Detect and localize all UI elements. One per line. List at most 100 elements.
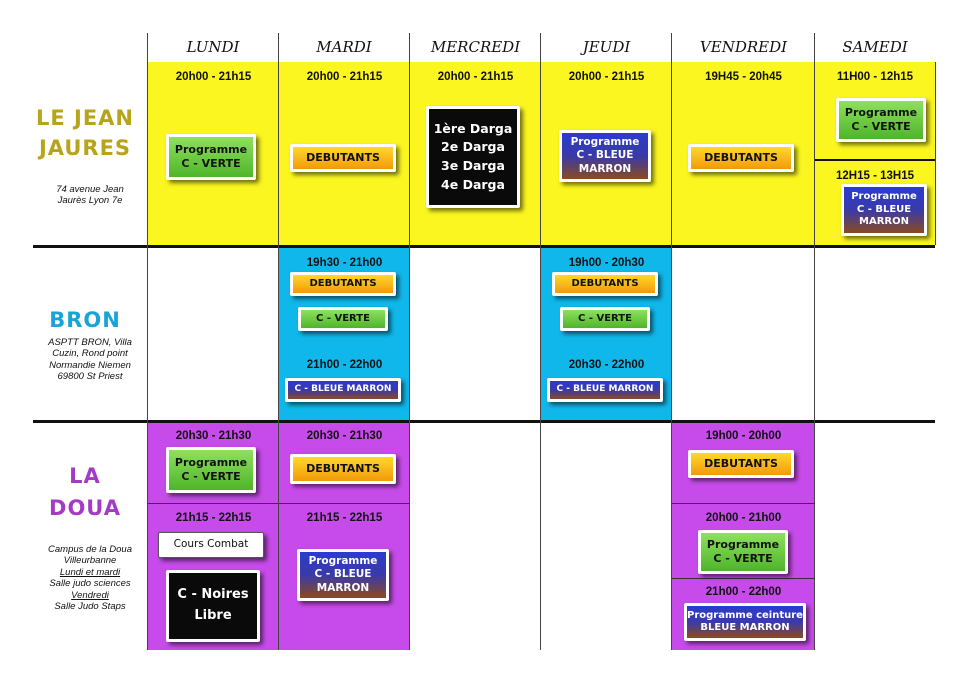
address-line: Lundi et mardi [59,566,121,578]
samedi-divider [815,159,935,161]
class-card[interactable]: Programme C - VERTE [166,134,256,180]
address-line: Normandie Niemen [49,359,131,371]
location-name-doua: LA DOUA [25,464,145,520]
time-label: 21h00 - 22h00 [705,586,782,598]
class-card[interactable]: Programme ceinture BLEUE MARRON [684,603,806,641]
time-label: 21h15 - 22h15 [175,512,252,524]
class-label: BLEUE MARRON [700,622,790,633]
class-card[interactable]: DEBUTANTS [290,454,396,484]
class-label: Libre [194,608,232,623]
class-card[interactable]: C - BLEUE MARRON [547,378,663,402]
column-divider [278,33,279,650]
class-label: C - Noires [177,587,249,603]
class-card[interactable]: Programme C - VERTE [698,530,788,574]
location-address-jaures: 74 avenue Jean Jaurès Lyon 7e [40,184,140,207]
class-card[interactable]: Programme C - BLEUE MARRON [841,184,927,236]
class-card[interactable]: Programme C - BLEUE MARRON [559,130,651,182]
class-label: C - VERTE [578,312,632,324]
day-header-lundi: LUNDI [186,38,240,56]
time-label: 20h30 - 21h30 [175,430,252,442]
class-label: DEBUTANTS [571,277,639,289]
row-divider [33,245,935,248]
day-header-mercredi: MERCREDI [430,38,521,56]
time-label: 20h00 - 21h15 [568,71,645,83]
time-label: 19h00 - 20h00 [705,430,782,442]
class-label: Programme [844,106,918,120]
location-name-doua-l1: LA [69,464,101,488]
address-line: Vendredi [71,589,109,601]
location-address-doua: Campus de la Doua Villeurbanne Lundi et … [36,544,144,612]
location-name-bron: BRON [49,308,121,332]
address-line: Salle Judo Staps [54,600,126,612]
class-label: DEBUTANTS [309,277,377,289]
class-card[interactable]: DEBUTANTS [290,144,396,172]
class-label: C - BLEUE MARRON [294,384,392,395]
address-line: Campus de la Doua [48,544,132,555]
cell-divider [279,503,410,504]
location-name-doua-l2: DOUA [49,496,121,520]
day-header-vendredi: VENDREDI [699,38,788,56]
class-label: MARRON [859,216,909,228]
class-card[interactable]: C - Noires Libre [166,570,260,642]
column-divider [409,33,410,650]
class-label: Programme [706,538,780,552]
class-label: C - VERTE [713,552,773,565]
time-label: 20h00 - 21h00 [705,512,782,524]
class-card[interactable]: DEBUTANTS [290,272,396,296]
class-card[interactable]: Cours Combat [158,532,264,558]
location-name-jaures: LE JEAN JAURES [25,106,145,160]
class-label: Programme [174,143,248,157]
class-label: MARRON [578,162,632,175]
column-divider [935,62,936,245]
cell-divider [672,578,815,579]
class-label: 3e Darga [441,158,505,173]
class-label: 1ère Darga [433,120,513,136]
class-label: 2e Darga [441,139,505,155]
day-header-jeudi: JEUDI [582,38,631,56]
class-label: Programme [308,555,378,568]
class-label: C - VERTE [181,157,241,170]
column-divider [147,33,148,650]
class-label: C - VERTE [181,470,241,483]
time-label: 20h00 - 21h15 [175,71,252,83]
class-label: DEBUTANTS [306,151,380,165]
time-label: 21h15 - 22h15 [306,512,383,524]
class-label: Cours Combat [173,538,249,551]
class-card[interactable]: Programme C - BLEUE MARRON [297,549,389,601]
class-card[interactable]: C - BLEUE MARRON [285,378,401,402]
time-label: 20h30 - 21h30 [306,430,383,442]
class-card[interactable]: C - VERTE [298,307,388,331]
class-card[interactable]: 1ère Darga 2e Darga 3e Darga 4e Darga [426,106,520,208]
class-label: DEBUTANTS [306,462,380,476]
class-card[interactable]: DEBUTANTS [688,144,794,172]
row-divider [33,420,935,423]
location-name-jaures-l1: LE JEAN [35,106,135,130]
class-card[interactable]: C - VERTE [560,307,650,331]
class-label: Programme [851,191,917,203]
time-label: 11H00 - 12h15 [836,71,914,83]
day-header-mardi: MARDI [316,38,372,56]
time-label: 21h00 - 22h00 [306,359,383,371]
class-label: C - BLEUE MARRON [556,384,654,395]
class-card[interactable]: Programme C - VERTE [836,98,926,142]
location-name-jaures-l2: JAURES [38,136,132,160]
class-label: Programme ceinture [687,609,803,621]
column-divider [814,33,815,650]
class-label: DEBUTANTS [704,151,778,165]
address-line: Villeurbanne [63,555,117,567]
address-line: ASPTT BRON, Villa [48,337,132,348]
address-line: Jaurès Lyon 7e [57,195,123,207]
column-divider [671,33,672,650]
location-address-bron: ASPTT BRON, Villa Cuzin, Rond point Norm… [40,337,140,383]
class-label: C - BLEUE [856,203,912,215]
class-label: 4e Darga [441,176,505,192]
address-line: Cuzin, Rond point [52,348,128,360]
cell-divider [148,503,279,504]
class-card[interactable]: DEBUTANTS [688,450,794,478]
time-label: 19h00 - 20h30 [568,257,645,269]
time-label: 12H15 - 13H15 [836,170,914,182]
class-label: Programme [174,456,248,470]
class-card[interactable]: Programme C - VERTE [166,447,256,493]
class-card[interactable]: DEBUTANTS [552,272,658,296]
column-divider [540,33,541,650]
